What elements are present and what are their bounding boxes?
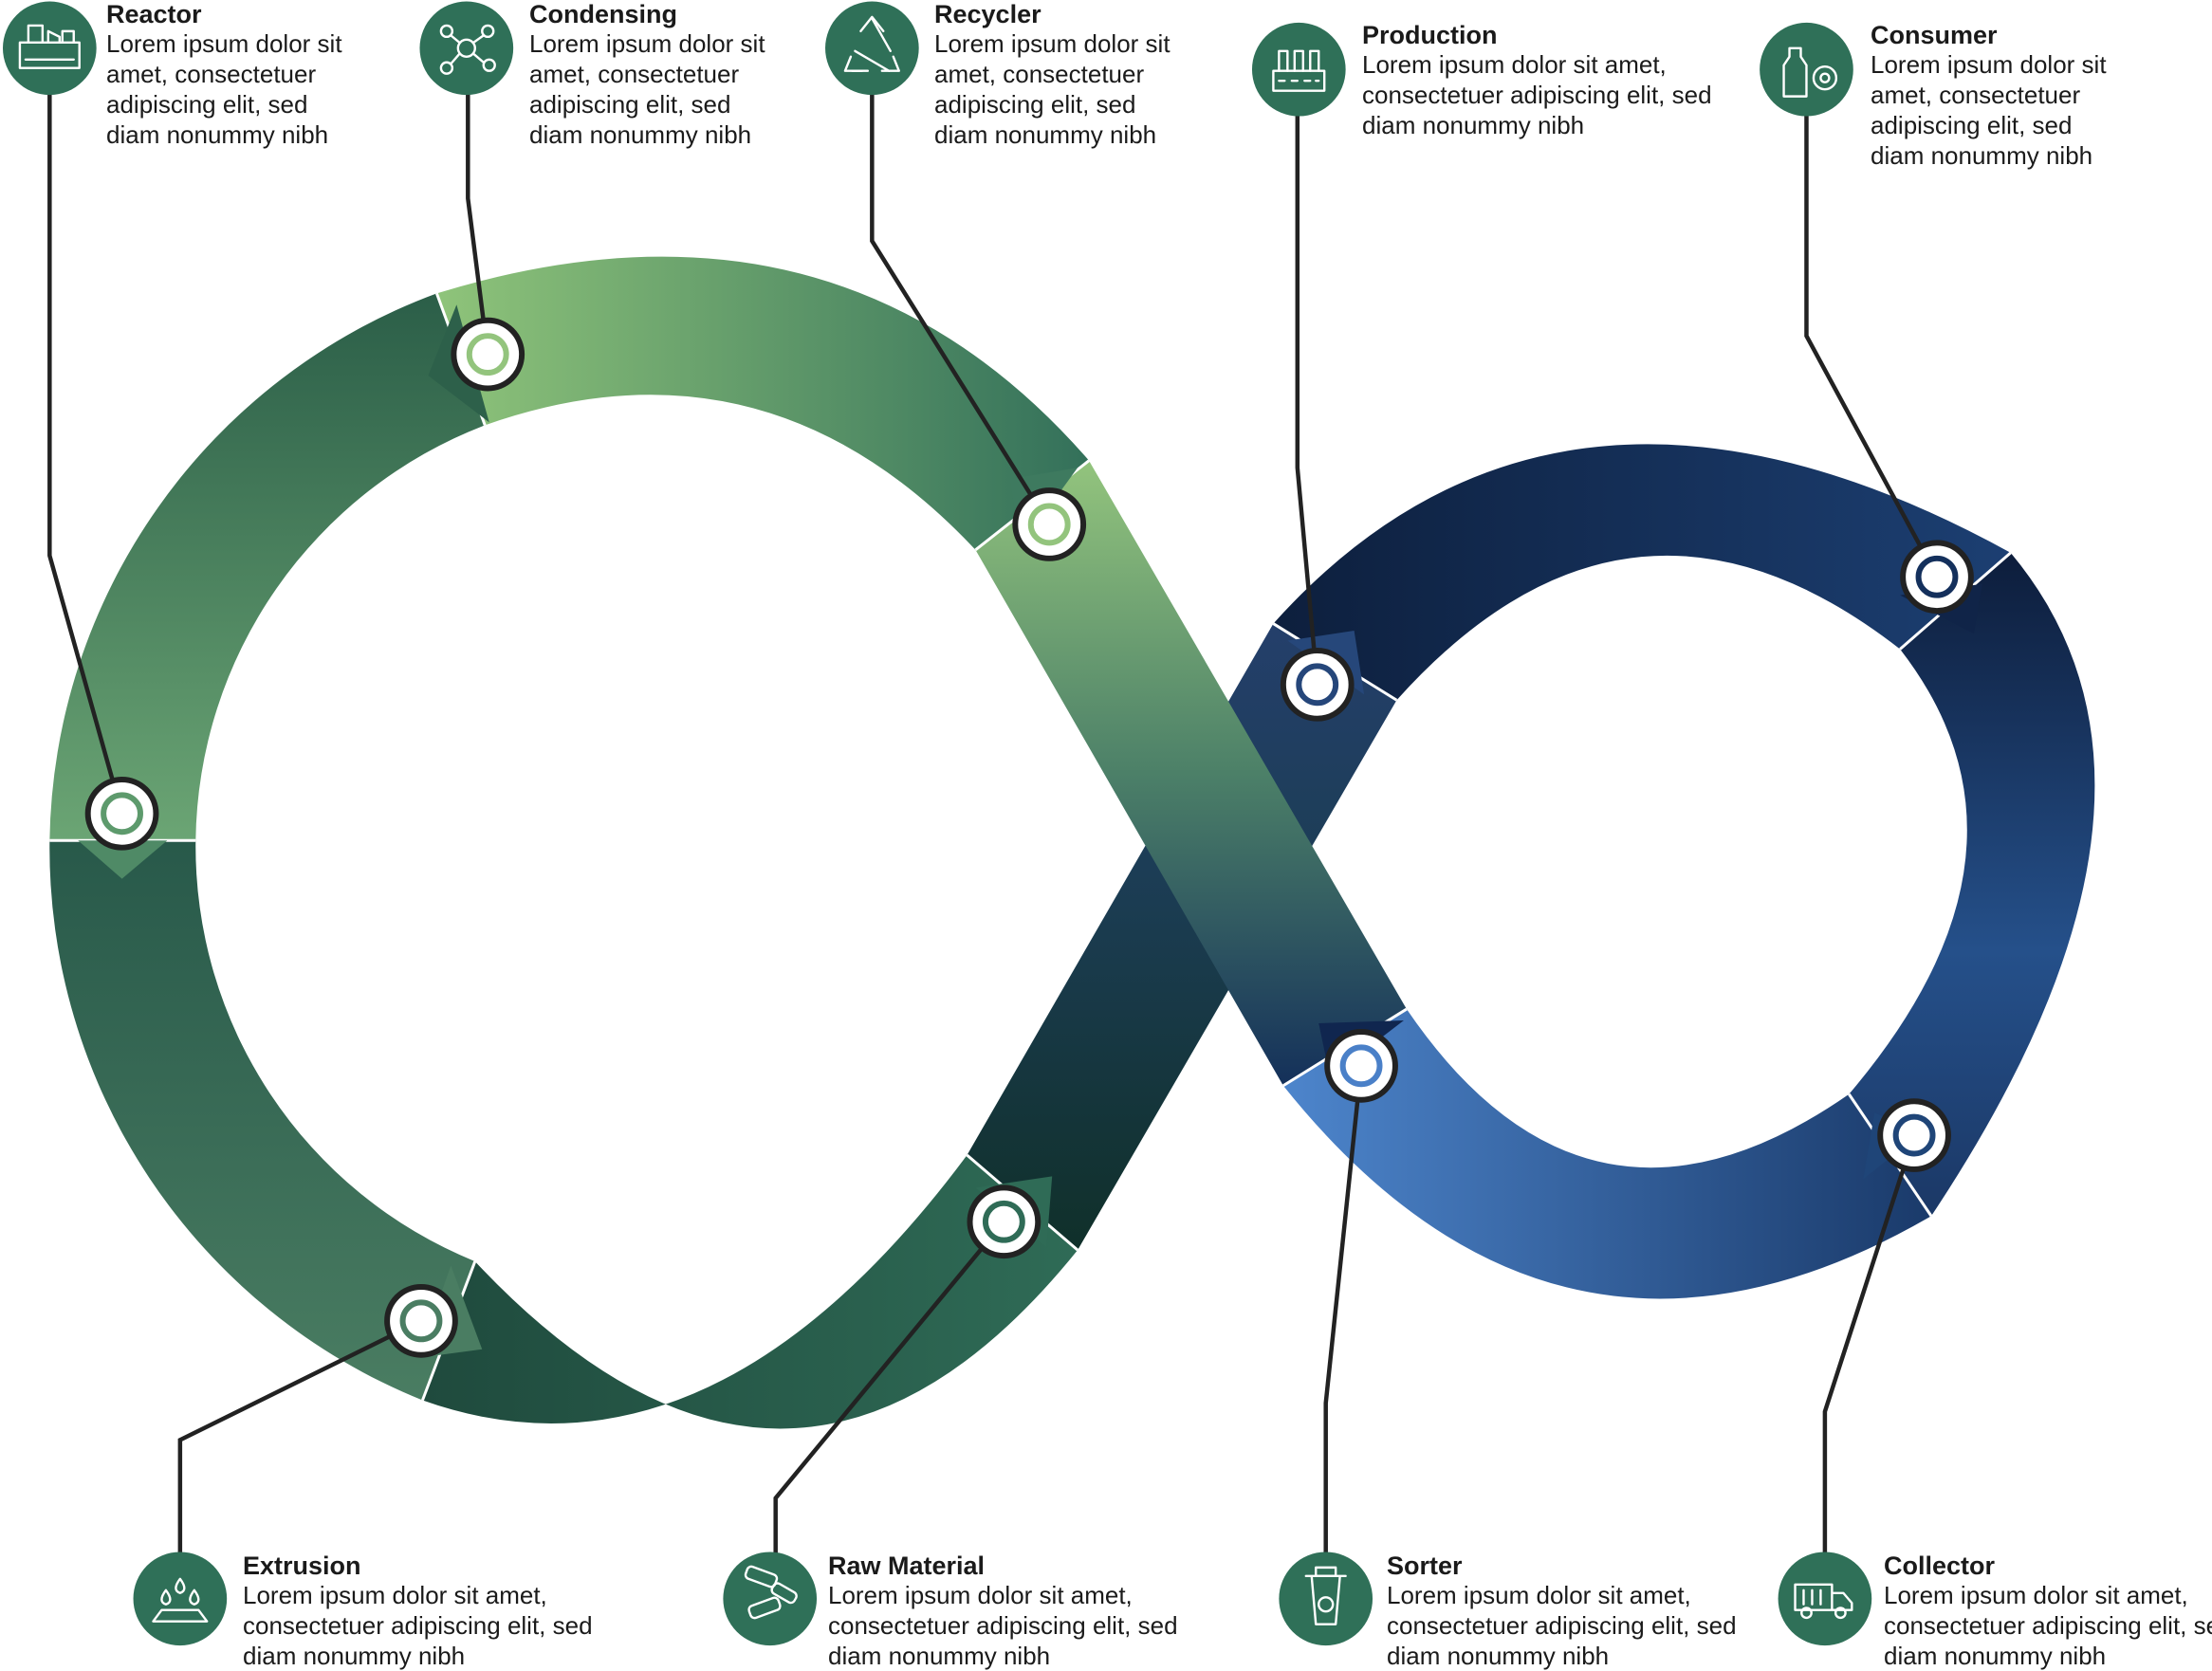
label-raw-material: Raw Material Lorem ipsum dolor sit amet,…	[828, 1552, 1189, 1671]
production-line-icon	[1251, 22, 1346, 117]
stage-title: Recycler	[934, 0, 1041, 28]
connector-extrusion	[177, 1318, 422, 1576]
stage-description: Lorem ipsum dolor sit amet, consectetuer…	[243, 1581, 593, 1670]
label-recycler: Recycler Lorem ipsum dolor sit amet, con…	[934, 0, 1190, 150]
stage-title: Extrusion	[243, 1552, 361, 1580]
stage-title: Consumer	[1871, 21, 1998, 49]
connector-reactor	[47, 92, 124, 815]
bottles-icon	[1760, 22, 1853, 117]
label-consumer: Consumer Lorem ipsum dolor sit amet, con…	[1871, 21, 2127, 171]
arrow-tip-reactor	[78, 840, 168, 879]
connector-recycler	[870, 92, 1052, 526]
connectors	[47, 92, 1939, 1576]
ribbon-segment-cross-up	[975, 460, 1407, 1086]
marker-raw-material	[967, 1184, 1041, 1259]
stage-title: Production	[1362, 21, 1498, 49]
label-production: Production Lorem ipsum dolor sit amet, c…	[1362, 21, 1723, 140]
marker-condensing	[451, 317, 525, 392]
stage-description: Lorem ipsum dolor sit amet, consectetuer…	[1362, 50, 1712, 139]
stage-title: Sorter	[1387, 1552, 1463, 1580]
stage-description: Lorem ipsum dolor sit amet, consectetuer…	[828, 1581, 1178, 1670]
stage-title: Raw Material	[828, 1552, 986, 1580]
ribbon-segment-top-right	[1273, 444, 2011, 701]
droplets-icon	[133, 1552, 228, 1646]
label-condensing: Condensing Lorem ipsum dolor sit amet, c…	[529, 0, 785, 150]
connector-raw-material	[773, 1220, 1006, 1576]
node-markers	[84, 317, 1974, 1358]
connector-production	[1295, 113, 1319, 686]
recycle-icon	[825, 1, 919, 96]
connector-collector	[1822, 1134, 1917, 1576]
label-extrusion: Extrusion Lorem ipsum dolor sit amet, co…	[243, 1552, 603, 1671]
ribbon-segment-bottom-left	[422, 1154, 1078, 1429]
marker-reactor	[84, 776, 159, 851]
ribbon-segment-right	[1849, 552, 2095, 1217]
stage-title: Condensing	[529, 0, 677, 28]
ribbon-segment-left-upper	[49, 293, 486, 841]
ribbon	[49, 256, 2095, 1429]
marker-collector	[1877, 1098, 1951, 1172]
molecule-icon	[419, 1, 514, 96]
marker-extrusion	[384, 1283, 458, 1358]
stage-description: Lorem ipsum dolor sit amet, consectetuer…	[529, 29, 765, 149]
ribbon-segment-bottom-right	[1282, 1009, 1932, 1299]
marker-production	[1280, 647, 1355, 722]
stage-description: Lorem ipsum dolor sit amet, consectetuer…	[1884, 1581, 2212, 1670]
stage-description: Lorem ipsum dolor sit amet, consectetuer…	[106, 29, 342, 149]
stage-title: Reactor	[106, 0, 202, 28]
stage-description: Lorem ipsum dolor sit amet, consectetuer…	[1871, 50, 2107, 170]
icon-badges	[2, 1, 1872, 1646]
ribbon-segment-cross-down	[967, 623, 1397, 1251]
stage-description: Lorem ipsum dolor sit amet, consectetuer…	[1387, 1581, 1737, 1670]
marker-recycler	[1012, 487, 1087, 561]
stage-title: Collector	[1884, 1552, 1996, 1580]
connector-sorter	[1323, 1065, 1364, 1576]
ribbon-segment-top-left	[436, 256, 1090, 550]
marker-consumer	[1900, 540, 1974, 615]
factory-icon	[2, 1, 97, 96]
connector-condensing	[466, 92, 490, 355]
stage-description: Lorem ipsum dolor sit amet, consectetuer…	[934, 29, 1171, 149]
label-collector: Collector Lorem ipsum dolor sit amet, co…	[1884, 1552, 2212, 1671]
ribbon-segment-left-lower	[49, 840, 475, 1401]
label-sorter: Sorter Lorem ipsum dolor sit amet, conse…	[1387, 1552, 1747, 1671]
truck-icon	[1778, 1552, 1872, 1646]
bin-icon	[1279, 1552, 1373, 1646]
label-reactor: Reactor Lorem ipsum dolor sit amet, cons…	[106, 0, 362, 150]
marker-sorter	[1324, 1028, 1398, 1103]
bottles-pile-icon	[723, 1552, 818, 1646]
connector-consumer	[1804, 113, 1939, 578]
